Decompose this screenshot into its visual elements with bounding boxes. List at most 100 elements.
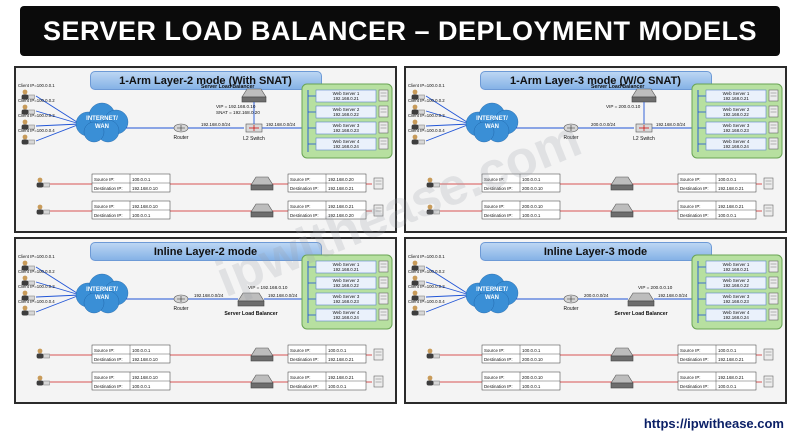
server-body	[378, 292, 389, 305]
server-ip: 192.168.0.22	[723, 112, 749, 117]
l2-switch-icon	[635, 123, 653, 133]
server-ip: 192.168.0.24	[723, 144, 749, 149]
destination-ip-value: 100.0.0.1	[132, 213, 151, 218]
internet-cloud-icon	[465, 102, 519, 143]
router-icon	[563, 294, 579, 304]
server-ip: 192.168.0.21	[723, 267, 749, 272]
subnet-label: 192.168.0.0/24	[268, 293, 298, 298]
server-name: Web Server 3	[333, 123, 360, 128]
router-label: Router	[563, 135, 578, 141]
source-ip-label: Source IP:	[680, 348, 701, 353]
client-icon	[21, 119, 35, 130]
user-head	[412, 305, 418, 311]
footer-url[interactable]: https://ipwithease.com	[643, 416, 784, 431]
client-icon	[411, 275, 425, 286]
client-ip-label: Client IP=100.0.0.4	[408, 299, 445, 304]
load-balancer-icon	[237, 292, 265, 307]
packet-table-client: Source IP:Destination IP:192.168.0.10100…	[91, 200, 171, 220]
laptop-shape	[418, 124, 425, 130]
panel-1-arm-layer2: 1-Arm Layer-2 mode (With SNAT) Client IP…	[14, 66, 397, 233]
client-link	[35, 95, 81, 125]
load-balancer-icon	[610, 176, 634, 191]
lb-front	[610, 211, 634, 218]
client-ip-label: Client IP=100.0.0.4	[408, 128, 445, 133]
client-icon	[411, 290, 425, 301]
source-ip-label: Source IP:	[680, 204, 701, 209]
client-icon	[21, 305, 35, 316]
lb-top	[610, 203, 634, 213]
router-label: Router	[173, 306, 188, 312]
client-link	[35, 123, 81, 127]
source-ip-value: 100.0.0.1	[328, 348, 347, 353]
source-ip-label: Source IP:	[484, 204, 505, 209]
server-icon	[378, 105, 389, 118]
destination-ip-label: Destination IP:	[484, 357, 513, 362]
client-icon	[411, 119, 425, 130]
user-head	[37, 204, 43, 210]
user-body	[36, 380, 44, 386]
server-ip: 192.168.0.21	[723, 96, 749, 101]
server-icon	[378, 292, 389, 305]
packet-table-client: Source IP:Destination IP:200.0.0.10100.0…	[481, 200, 561, 220]
source-ip-value: 192.168.0.21	[328, 375, 354, 380]
laptop-shape	[28, 265, 35, 271]
destination-ip-value: 192.168.0.21	[328, 357, 354, 362]
destination-ip-label: Destination IP:	[290, 213, 319, 218]
router-arrows	[567, 125, 575, 131]
l2-switch-label: L2 Switch	[633, 136, 655, 142]
destination-ip-value: 100.0.0.1	[718, 213, 737, 218]
user-head	[22, 89, 28, 95]
user-body	[36, 209, 44, 215]
server-icon	[373, 375, 384, 388]
destination-ip-value: 192.168.0.21	[718, 357, 744, 362]
router-icon	[563, 123, 579, 133]
source-ip-label: Source IP:	[290, 348, 311, 353]
laptop-shape	[418, 280, 425, 286]
subnet-label: 192.168.0.0/24	[266, 122, 296, 127]
lb-front	[250, 382, 274, 389]
client-icon	[411, 260, 425, 271]
destination-ip-value: 200.0.0.10	[522, 357, 543, 362]
user-body	[21, 124, 29, 130]
user-body	[36, 182, 44, 188]
user-body	[21, 280, 29, 286]
router-label: Router	[563, 306, 578, 312]
client-icon	[21, 275, 35, 286]
lb-top	[631, 88, 657, 98]
client-icon	[36, 348, 50, 359]
user-body	[21, 94, 29, 100]
internet-cloud-icon	[75, 102, 129, 143]
client-ip-label: Client IP=100.0.0.2	[18, 269, 55, 274]
destination-ip-value: 192.168.0.21	[328, 186, 354, 191]
user-head	[427, 177, 433, 183]
vip-label: VIP = 192.168.0.10	[216, 104, 256, 109]
client-icon	[36, 177, 50, 188]
server-card	[705, 308, 767, 322]
load-balancer-icon	[610, 203, 634, 218]
server-ip: 192.168.0.21	[333, 267, 359, 272]
client-icon	[21, 104, 35, 115]
laptop-shape	[43, 353, 50, 359]
client-ip-label: Client IP=100.0.0.3	[408, 284, 445, 289]
page-title: SERVER LOAD BALANCER – DEPLOYMENT MODELS	[42, 15, 758, 46]
server-icon	[373, 348, 384, 361]
load-balancer-icon	[241, 88, 267, 103]
load-balancer-icon	[250, 203, 274, 218]
server-name: Web Server 4	[723, 310, 750, 315]
client-ip-label: Client IP=100.0.0.1	[408, 83, 445, 88]
client-link	[425, 281, 471, 296]
client-ip-label: Client IP=100.0.0.4	[18, 299, 55, 304]
destination-ip-value: 100.0.0.1	[522, 213, 541, 218]
client-icon	[411, 89, 425, 100]
server-card	[705, 260, 767, 274]
user-head	[412, 260, 418, 266]
client-ip-label: Client IP=100.0.0.2	[18, 98, 55, 103]
load-balancer-icon	[631, 88, 657, 103]
packet-table-client: Source IP:Destination IP:192.168.0.10100…	[91, 371, 171, 391]
server-icon	[378, 260, 389, 273]
client-icon	[411, 305, 425, 316]
source-ip-label: Source IP:	[680, 375, 701, 380]
lb-top	[250, 176, 274, 186]
server-card	[315, 292, 377, 306]
